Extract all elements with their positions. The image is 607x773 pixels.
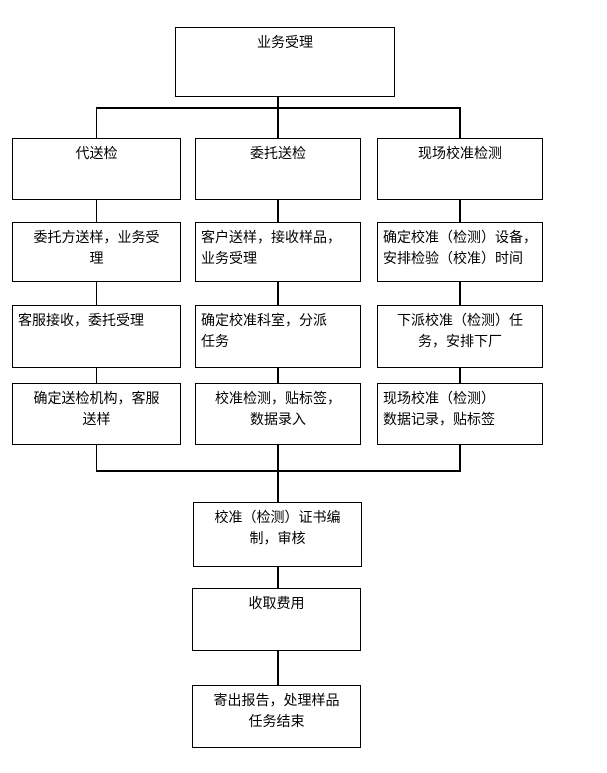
connector-col2-step2-step3 [277, 368, 279, 383]
node-label: 收取费用 [248, 596, 305, 612]
node-label: 校准检测，贴标签， 数据录入 [215, 391, 341, 428]
connector-merge-to-certificate [277, 470, 279, 502]
connector-col2-to-merge [277, 445, 279, 472]
connector-col1-header-step1 [95, 200, 98, 222]
connector-col2-step1-step2 [277, 282, 279, 305]
connector-col3-step1-step2 [459, 282, 461, 305]
node-label: 下派校准（检测）任 务，安排下厂 [397, 313, 523, 350]
node-collect-fees: 收取费用 [192, 588, 361, 651]
node-col1-step3: 确定送检机构，客服 送样 [12, 383, 181, 445]
node-label: 寄出报告，处理样品 任务结束 [213, 693, 340, 730]
connector-branch-to-col1 [95, 107, 98, 138]
node-label: 业务受理 [257, 35, 313, 51]
node-col2-step2: 确定校准科室，分派 任务 [195, 305, 361, 368]
node-label: 客户送样，接收样品， 业务受理 [201, 230, 341, 267]
node-col1-step2: 客服接收，委托受理 [12, 305, 181, 368]
node-col2-step1: 客户送样，接收样品， 业务受理 [195, 222, 361, 282]
node-label: 确定送检机构，客服 送样 [33, 391, 160, 428]
node-certificate-compilation: 校准（检测）证书编 制，审核 [193, 502, 362, 567]
node-business-acceptance: 业务受理 [175, 27, 395, 97]
connector-col3-header-step1 [459, 200, 461, 222]
connector-col1-step2-step3 [95, 368, 98, 383]
node-col2-header-entrusted-inspection: 委托送检 [195, 138, 361, 200]
connector-col1-step1-step2 [95, 282, 98, 305]
node-label: 委托送检 [250, 146, 306, 162]
node-col3-header-onsite-calibration: 现场校准检测 [377, 138, 543, 200]
node-col2-step3: 校准检测，贴标签， 数据录入 [195, 383, 361, 445]
node-label: 委托方送样，业务受 理 [33, 230, 160, 267]
node-label: 客服接收，委托受理 [18, 313, 144, 329]
node-label: 现场校准（检测） 数据记录，贴标签 [383, 391, 495, 428]
node-label: 确定校准（检测）设备， 安排检验（校准）时间 [383, 230, 537, 267]
node-label: 校准（检测）证书编 制，审核 [214, 510, 341, 547]
node-col3-step3: 现场校准（检测） 数据记录，贴标签 [377, 383, 543, 445]
node-label: 确定校准科室，分派 任务 [201, 313, 327, 350]
connector-certificate-to-fees [277, 567, 279, 588]
node-col3-step1: 确定校准（检测）设备， 安排检验（校准）时间 [377, 222, 543, 282]
connector-col1-to-merge [95, 445, 98, 472]
connector-col2-header-step1 [277, 200, 279, 222]
node-col1-step1: 委托方送样，业务受 理 [12, 222, 181, 282]
connector-col3-to-merge [459, 445, 461, 472]
node-col1-header-agent-inspection: 代送检 [12, 138, 181, 200]
node-label: 现场校准检测 [418, 146, 502, 162]
connector-branch-to-col2 [277, 107, 279, 138]
connector-branch-to-col3 [459, 107, 461, 138]
node-label: 代送检 [75, 146, 118, 162]
node-col3-step2: 下派校准（检测）任 务，安排下厂 [377, 305, 543, 368]
node-send-report-task-end: 寄出报告，处理样品 任务结束 [192, 685, 361, 748]
connector-start-down [277, 97, 279, 109]
connector-col3-step2-step3 [459, 368, 461, 383]
connector-fees-to-final [277, 651, 279, 685]
